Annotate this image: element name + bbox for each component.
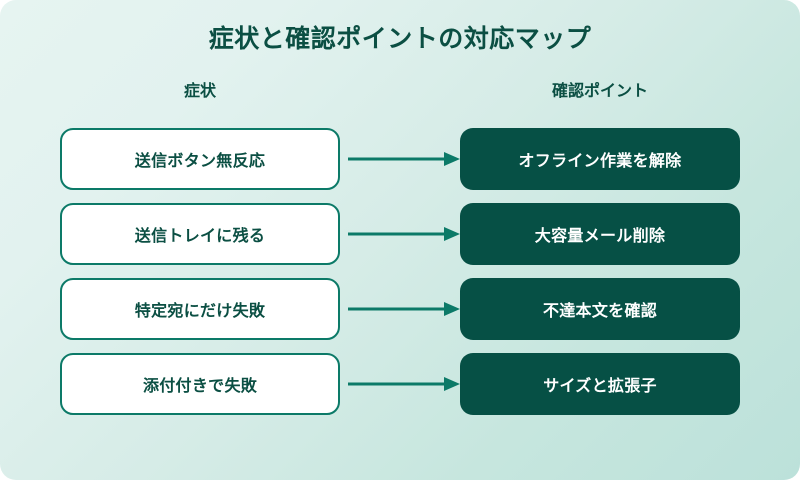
mapping-row: 特定宛にだけ失敗 不達本文を確認 [0,278,800,340]
arrow-right-icon [348,299,460,319]
checkpoint-card[interactable]: 大容量メール削除 [460,203,740,265]
page-title: 症状と確認ポイントの対応マップ [208,25,592,53]
mapping-row: 添付付きで失敗 サイズと拡張子 [0,353,800,415]
arrow-right-icon [348,374,460,394]
checkpoint-card[interactable]: 不達本文を確認 [460,278,740,340]
symptom-card[interactable]: 特定宛にだけ失敗 [60,278,340,340]
column-header-symptom: 症状 [183,83,216,100]
symptom-card[interactable]: 送信トレイに残る [60,203,340,265]
checkpoint-card[interactable]: オフライン作業を解除 [460,128,740,190]
mapping-row: 送信ボタン無反応 オフライン作業を解除 [0,128,800,190]
arrow-right-icon [348,224,460,244]
mapping-row: 送信トレイに残る 大容量メール削除 [0,203,800,265]
column-header-checkpoint: 確認ポイント [551,83,648,100]
symptom-card[interactable]: 添付付きで失敗 [60,353,340,415]
arrow-right-icon [348,149,460,169]
symptom-card[interactable]: 送信ボタン無反応 [60,128,340,190]
checkpoint-card[interactable]: サイズと拡張子 [460,353,740,415]
